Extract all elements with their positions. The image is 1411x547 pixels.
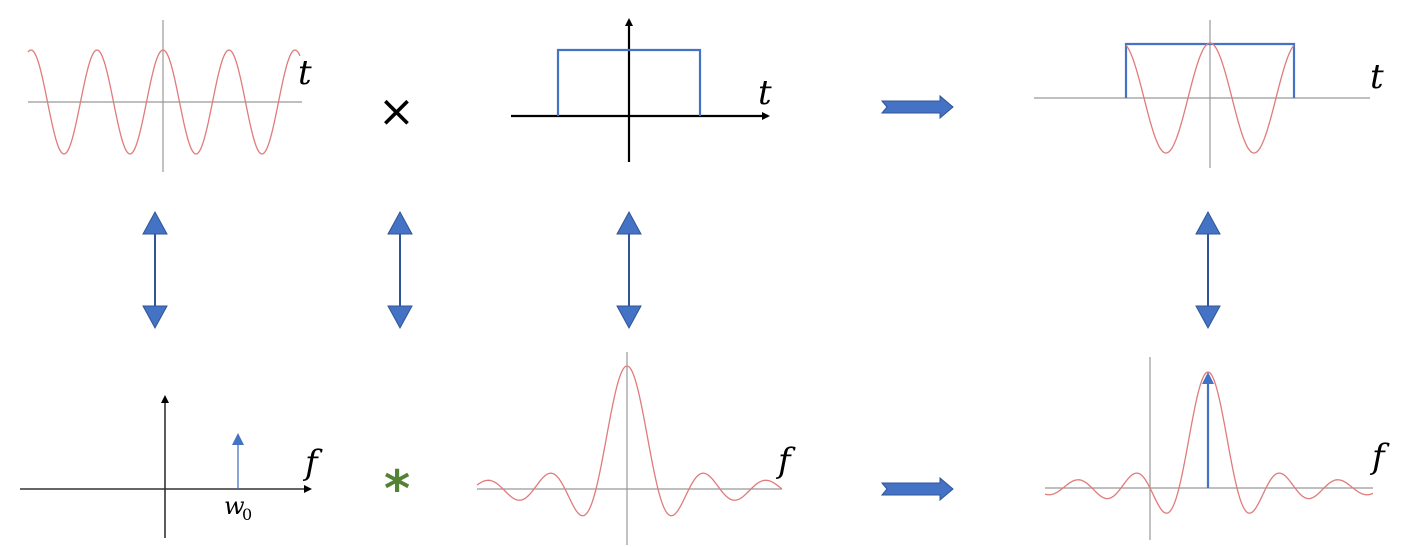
t-label: t [298, 53, 312, 93]
windowed-cosine-wave [1125, 42, 1295, 154]
fourier-pair-double-arrow [616, 210, 642, 330]
t-label: t [758, 73, 772, 113]
f-label: f [1369, 437, 1390, 477]
fourier-pair-double-arrow [142, 210, 168, 330]
result-arrow-bottom [880, 476, 954, 502]
fourier-pair-double-arrow [1195, 210, 1221, 330]
t-label: t [1370, 57, 1384, 97]
w0-label: w [224, 492, 245, 520]
rect-window [1124, 42, 1296, 98]
impulse-arrowhead [232, 433, 244, 445]
result-arrow-top [880, 94, 954, 120]
multiply-symbol: × [378, 86, 415, 137]
sinc-frequency-panel: f [476, 352, 796, 545]
cosine-wave [27, 49, 301, 155]
fourier-pair-double-arrow [387, 210, 413, 330]
convolve-symbol: * [384, 460, 410, 518]
rect-pulse [556, 48, 702, 116]
shifted-sinc-curve [1044, 371, 1374, 514]
shifted-sinc-panel: f [1044, 357, 1390, 540]
rect-time-panel: t [511, 18, 772, 162]
f-label: f [775, 441, 796, 481]
sinc-curve [476, 365, 783, 517]
cosine-time-panel: t [27, 20, 312, 172]
impulse-frequency-panel: w 0 f [20, 395, 323, 538]
w0-subscript: 0 [242, 505, 252, 524]
windowed-cosine-panel: t [1034, 20, 1384, 168]
impulse-arrowhead [1202, 372, 1214, 384]
f-label: f [302, 443, 323, 483]
